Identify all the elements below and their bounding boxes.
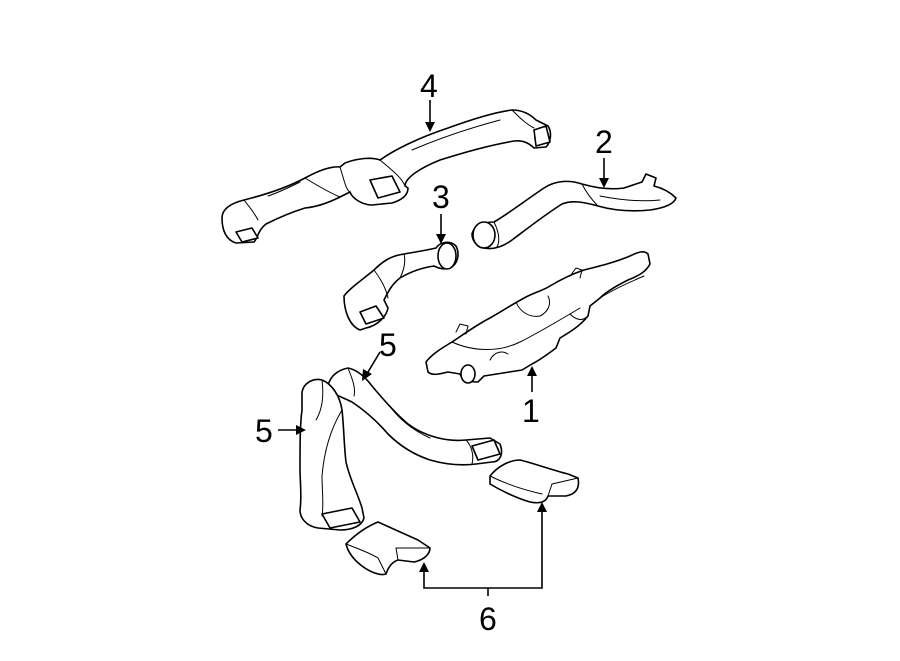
- part-6-floor-outlet-right[interactable]: [489, 459, 580, 504]
- callout-5-upper: 5: [379, 327, 397, 363]
- part-5-rear-duct-left[interactable]: [299, 378, 365, 531]
- part-4-defroster-duct[interactable]: [221, 109, 552, 244]
- callout-4: 4: [420, 68, 438, 104]
- callout-1: 1: [522, 393, 540, 429]
- part-2-side-duct[interactable]: [471, 173, 677, 250]
- part-3-floor-duct[interactable]: [343, 241, 459, 331]
- leader-6: [419, 502, 547, 596]
- callout-5-left: 5: [255, 413, 273, 449]
- part-1-center-duct[interactable]: [425, 251, 651, 384]
- callout-2: 2: [595, 124, 613, 160]
- leader-2: [599, 158, 609, 188]
- leader-5-left: [278, 425, 306, 435]
- leader-1: [527, 366, 537, 392]
- leader-3: [436, 214, 446, 244]
- leader-4: [425, 100, 435, 132]
- leader-5-upper: [362, 351, 381, 381]
- part-6-floor-outlet-lower[interactable]: [345, 521, 431, 576]
- callout-6: 6: [479, 601, 497, 637]
- callout-3: 3: [432, 179, 450, 215]
